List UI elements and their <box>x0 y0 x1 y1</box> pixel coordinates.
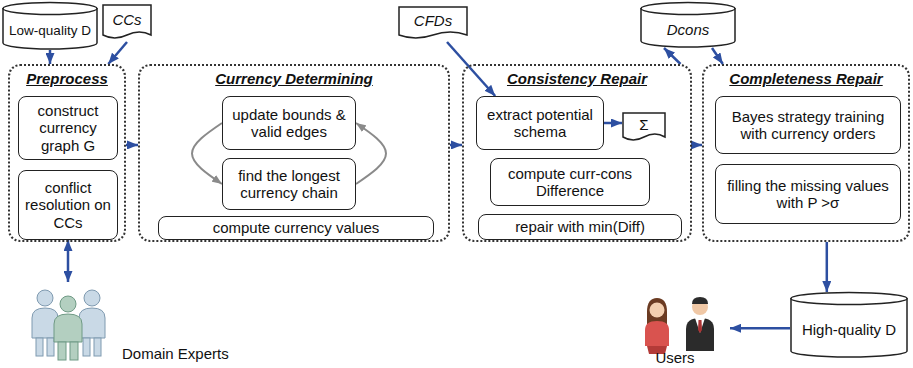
flow-arrow <box>126 144 138 147</box>
node-label: Σ <box>639 116 648 133</box>
flow-arrow <box>49 50 52 64</box>
cylinder-top <box>3 3 97 15</box>
flow-arrow <box>67 240 70 282</box>
actor-figure: Users <box>620 296 730 366</box>
flow-arrow <box>712 48 723 64</box>
cylinder-body <box>791 298 907 357</box>
node-label: CFDs <box>414 12 452 29</box>
process-box: compute curr-cons Difference <box>490 158 650 206</box>
flow-arrow <box>447 42 495 96</box>
node-label: compute currency values <box>213 219 380 236</box>
node-label: Bayes strategy training with currency or… <box>720 108 896 143</box>
flow-arrow <box>692 144 702 147</box>
node-label: repair with min(Diff) <box>515 218 645 235</box>
process-box: compute currency values <box>158 216 434 240</box>
flow-arrow <box>108 42 127 64</box>
process-box: find the longest currency chain <box>222 158 356 210</box>
process-box: Bayes strategy training with currency or… <box>715 96 901 154</box>
node-label: Low-quality D <box>9 23 91 39</box>
stage-panel: Preprocess construct currency graph G conf… <box>8 64 126 242</box>
process-box: extract potential schema <box>476 96 604 150</box>
user-figure <box>645 298 669 354</box>
process-box: construct currency graph G <box>18 96 118 160</box>
document-body <box>623 113 665 140</box>
flow-arrow <box>826 242 829 292</box>
expert-figure <box>79 290 105 356</box>
panel-title: Currency Determining <box>140 66 448 87</box>
node-label: update bounds & valid edges <box>227 106 351 141</box>
node-label: conflict resolution on CCs <box>23 179 113 231</box>
document-shape: CCs <box>102 4 152 42</box>
expert-figure <box>54 296 82 360</box>
actor-figure: Domain Experts <box>14 282 234 364</box>
document-body <box>399 7 467 38</box>
node-label: compute curr-cons Difference <box>495 165 645 200</box>
process-box: conflict resolution on CCs <box>18 170 118 240</box>
flow-arrow <box>730 327 790 330</box>
panel-title: Consistency Repair <box>464 66 690 87</box>
process-box: update bounds & valid edges <box>222 96 356 150</box>
node-label: construct currency graph G <box>23 102 113 154</box>
node-label: find the longest currency chain <box>227 167 351 202</box>
cycle-arrow <box>192 123 222 184</box>
process-box: filling the missing values with P >σ <box>715 164 901 224</box>
panel-title: Completeness Repair <box>704 66 908 87</box>
node-label: extract potential schema <box>481 106 599 141</box>
cycle-arrow <box>356 123 386 184</box>
data-cylinder: Low-quality D <box>2 2 98 50</box>
flow-arrow <box>604 122 622 125</box>
stage-panel: Completeness RepairBayes strategy traini… <box>702 64 910 242</box>
document-body <box>103 5 151 38</box>
stage-panel: Currency Determining update bounds & vali… <box>138 64 450 242</box>
cylinder-top <box>791 293 907 305</box>
process-box: repair with min(Diff) <box>478 214 682 240</box>
document-shape: CFDs <box>398 6 468 42</box>
node-label: Domain Experts <box>122 345 229 362</box>
node-label: High-quality D <box>802 321 896 338</box>
node-label: Users <box>620 349 730 366</box>
stage-panel: Consistency Repair extract potential sche… <box>462 64 692 242</box>
cylinder-top <box>641 3 735 15</box>
node-label: CCs <box>112 11 141 28</box>
node-label: filling the missing values with P >σ <box>720 177 896 212</box>
flow-arrow <box>664 48 681 64</box>
document-shape: Σ <box>622 112 666 144</box>
flow-arrow <box>450 144 462 147</box>
panel-title: Preprocess <box>10 66 124 87</box>
data-cylinder: High-quality D <box>790 292 908 358</box>
data-cylinder: Dcons <box>640 2 736 48</box>
user-figure <box>686 297 714 351</box>
node-label: Dcons <box>667 21 710 38</box>
